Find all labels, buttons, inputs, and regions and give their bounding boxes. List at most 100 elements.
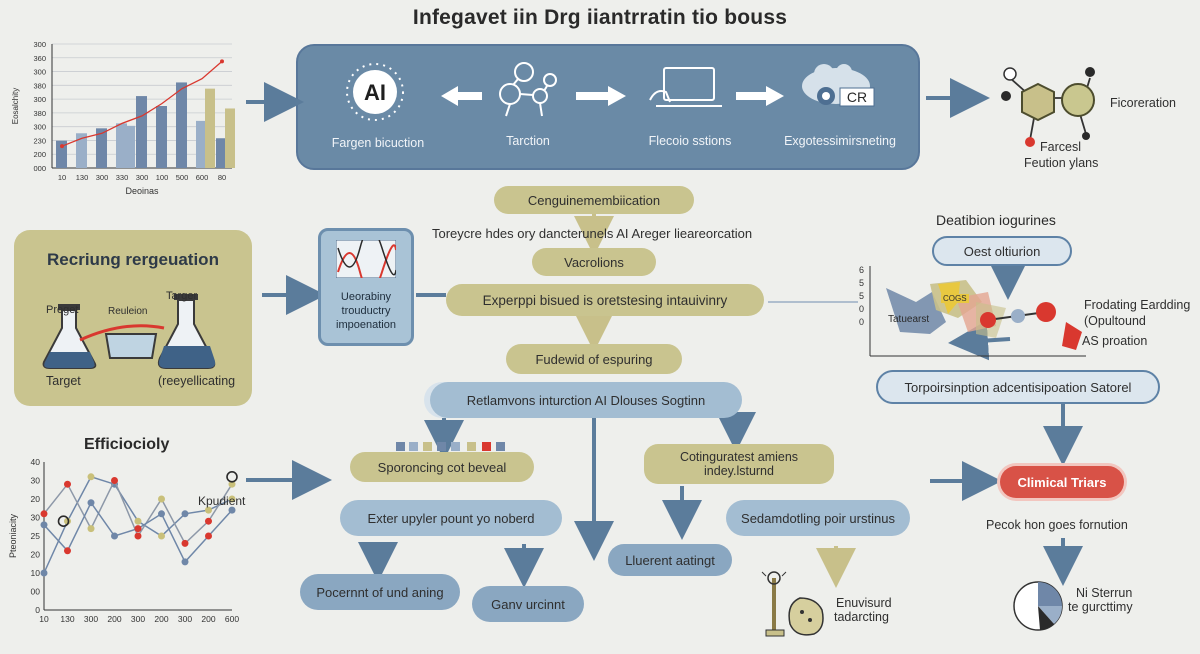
ai-badge-icon: AI: [346, 63, 404, 121]
recruiting-panel: [14, 230, 252, 406]
series-point: [205, 506, 212, 514]
y-tick-label: 300: [33, 68, 46, 77]
right-label-1: Frodating Eardding: [1084, 298, 1191, 312]
y-tick-label: 10: [31, 568, 41, 578]
center-pill-1[interactable]: Cenguinemembiication: [494, 186, 694, 214]
x-tick-label: 330: [116, 173, 129, 182]
arrow-right-plot-back: [948, 320, 1011, 361]
series-point: [111, 477, 118, 484]
y-tick-label: 30: [31, 476, 41, 486]
pie-label-2: te gurcttimy: [1068, 600, 1133, 614]
trend-line: [61, 60, 223, 147]
label-reaction: Reuleion: [108, 306, 148, 317]
y-tick-label: 20: [31, 550, 41, 560]
right-ytick-4: 0: [859, 304, 865, 314]
series-point: [40, 521, 48, 529]
x-tick-label: 300: [96, 173, 109, 182]
series-point: [181, 558, 189, 566]
y-tick-label: 300: [33, 95, 46, 104]
page-title: Infegavet iin Drg iiantrratin tio bouss: [412, 6, 788, 29]
banner-label-4: Exgotessimirsneting: [784, 134, 896, 148]
molecule-structure-icon: [1001, 67, 1095, 147]
bar: [136, 96, 147, 168]
clinical-trials-pill[interactable]: Climical Triars: [1000, 466, 1124, 498]
highlight-marker: [57, 515, 70, 527]
mini-line-1: Ueorabiny: [340, 291, 392, 303]
center-pill-5[interactable]: Retlamvons inturction AI Dlouses Sogtinn: [430, 382, 742, 418]
bar: [196, 120, 207, 168]
series-point: [87, 473, 95, 481]
series-point: [64, 547, 71, 555]
right-ytick-1: 6: [859, 265, 865, 275]
bar: [116, 123, 127, 168]
series-point: [87, 499, 95, 507]
trend-point: [220, 59, 224, 64]
right-pill-2[interactable]: Torpoirsinption adcentisipoation Satorel: [876, 370, 1160, 404]
y-tick-label: 20: [31, 494, 41, 504]
series-point: [134, 532, 142, 540]
center-pill-6[interactable]: Sporoncing cot beveal: [350, 452, 534, 482]
x-tick-label: 130: [60, 614, 74, 624]
y-tick-label: 000: [33, 164, 46, 173]
arrow-right-icon-2: [736, 86, 784, 106]
right-ytick-3: 5: [859, 291, 865, 301]
series-point: [158, 532, 165, 540]
label-target-bottom: Target: [46, 374, 81, 388]
center-pill-12[interactable]: Ganv urcinnt: [472, 586, 584, 622]
flask-left-icon: [42, 304, 97, 369]
pie-chart-icon: [1013, 581, 1063, 631]
bar: [56, 140, 67, 168]
x-tick-label: 200: [201, 614, 215, 624]
trend-point: [60, 144, 64, 149]
y-tick-label: 380: [33, 81, 46, 90]
series-point: [158, 495, 165, 503]
y-tick-label: 30: [31, 513, 41, 523]
y-tick-label: 0: [35, 605, 40, 615]
x-tick-label: 300: [84, 614, 98, 624]
center-pill-10[interactable]: Lluerent aatingt: [608, 544, 732, 576]
bar: [96, 128, 107, 168]
series-point: [134, 517, 142, 525]
cloud-computing-icon: CR: [802, 64, 875, 107]
laptop-icon: [649, 67, 722, 107]
center-pill-4[interactable]: Fudewid of espuring: [506, 344, 682, 374]
reaction-arrow: [79, 324, 165, 342]
center-pill-8[interactable]: Exter upyler pount yo noberd: [340, 500, 562, 536]
mini-line-2: trouductry: [341, 305, 391, 317]
x-tick-label: 10: [58, 173, 66, 182]
bar: [76, 133, 87, 168]
series-point: [228, 506, 236, 514]
waveform-icon: [336, 240, 396, 278]
center-pill-2[interactable]: Vacrolions: [532, 248, 656, 276]
molecule-label-2: Farcesl: [1040, 140, 1081, 154]
series-point: [181, 539, 189, 547]
center-pill-9[interactable]: Sedamdotling poir urstinus: [726, 500, 910, 536]
enuvisurd-label-1: Enuvisurd: [836, 596, 892, 610]
line-chart-annotation: Kpudient: [198, 494, 246, 508]
mini-process-box: [318, 228, 414, 346]
bar: [205, 88, 215, 168]
center-subtitle: Toreycre hdes ory dancterunels AI Areger…: [432, 226, 753, 241]
right-label-3: AS proation: [1082, 334, 1148, 348]
center-pill-3[interactable]: Experppi bisued is oretstesing intauivin…: [446, 284, 764, 316]
x-tick-label: 200: [154, 614, 168, 624]
flask-illustration: [42, 294, 216, 369]
recruiting-title: Recriung rergeuation: [47, 250, 219, 269]
y-tick-label: 200: [33, 150, 46, 159]
molecule-label-1: Ficoreration: [1110, 96, 1176, 110]
right-pill-1[interactable]: Oest oltiurion: [932, 236, 1072, 266]
label-target-top: Targer: [166, 290, 198, 302]
series-point: [205, 532, 212, 540]
center-pill-11[interactable]: Pocernnt of und aning: [300, 574, 460, 610]
scatter-plot-illustration: [869, 266, 1086, 357]
color-swatches: [396, 442, 505, 451]
series-point: [181, 510, 189, 518]
y-tick-label: 300: [33, 123, 46, 132]
center-pill-7[interactable]: Cotinguratest amiens indey.lsturnd: [644, 444, 834, 484]
x-tick-label: 300: [136, 173, 149, 182]
x-axis-label: Deoinas: [125, 186, 159, 196]
y-tick-label: 360: [33, 54, 46, 63]
